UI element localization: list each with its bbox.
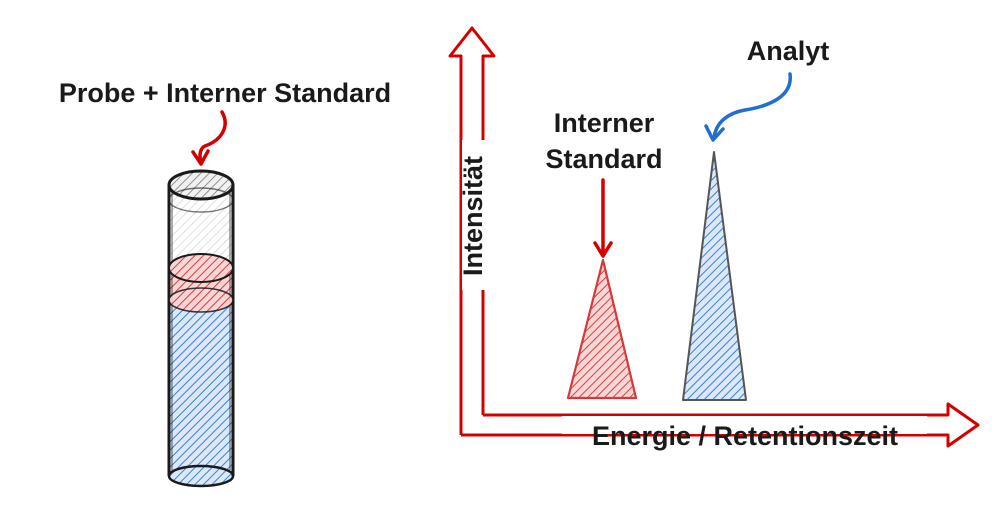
sample-label: Probe + Interner Standard: [59, 78, 391, 108]
internal-standard-label-line1: Interner: [554, 108, 655, 138]
y-axis-label: Intensität: [458, 156, 488, 276]
peak-analyte: [682, 151, 747, 401]
y-axis-arrow: [448, 26, 496, 435]
analyte-label: Analyt: [747, 36, 830, 66]
test-tube-icon: [167, 169, 235, 488]
peak-internal-standard: [566, 258, 638, 400]
x-axis-label: Energie / Retentionszeit: [592, 421, 898, 451]
x-axis-arrow: [461, 402, 980, 448]
analyte-arrow-icon: [704, 72, 792, 142]
internal-standard-label-line2: Standard: [545, 144, 662, 174]
internal-standard-arrow-icon: [593, 178, 613, 258]
sample-arrow-icon: [191, 110, 227, 166]
